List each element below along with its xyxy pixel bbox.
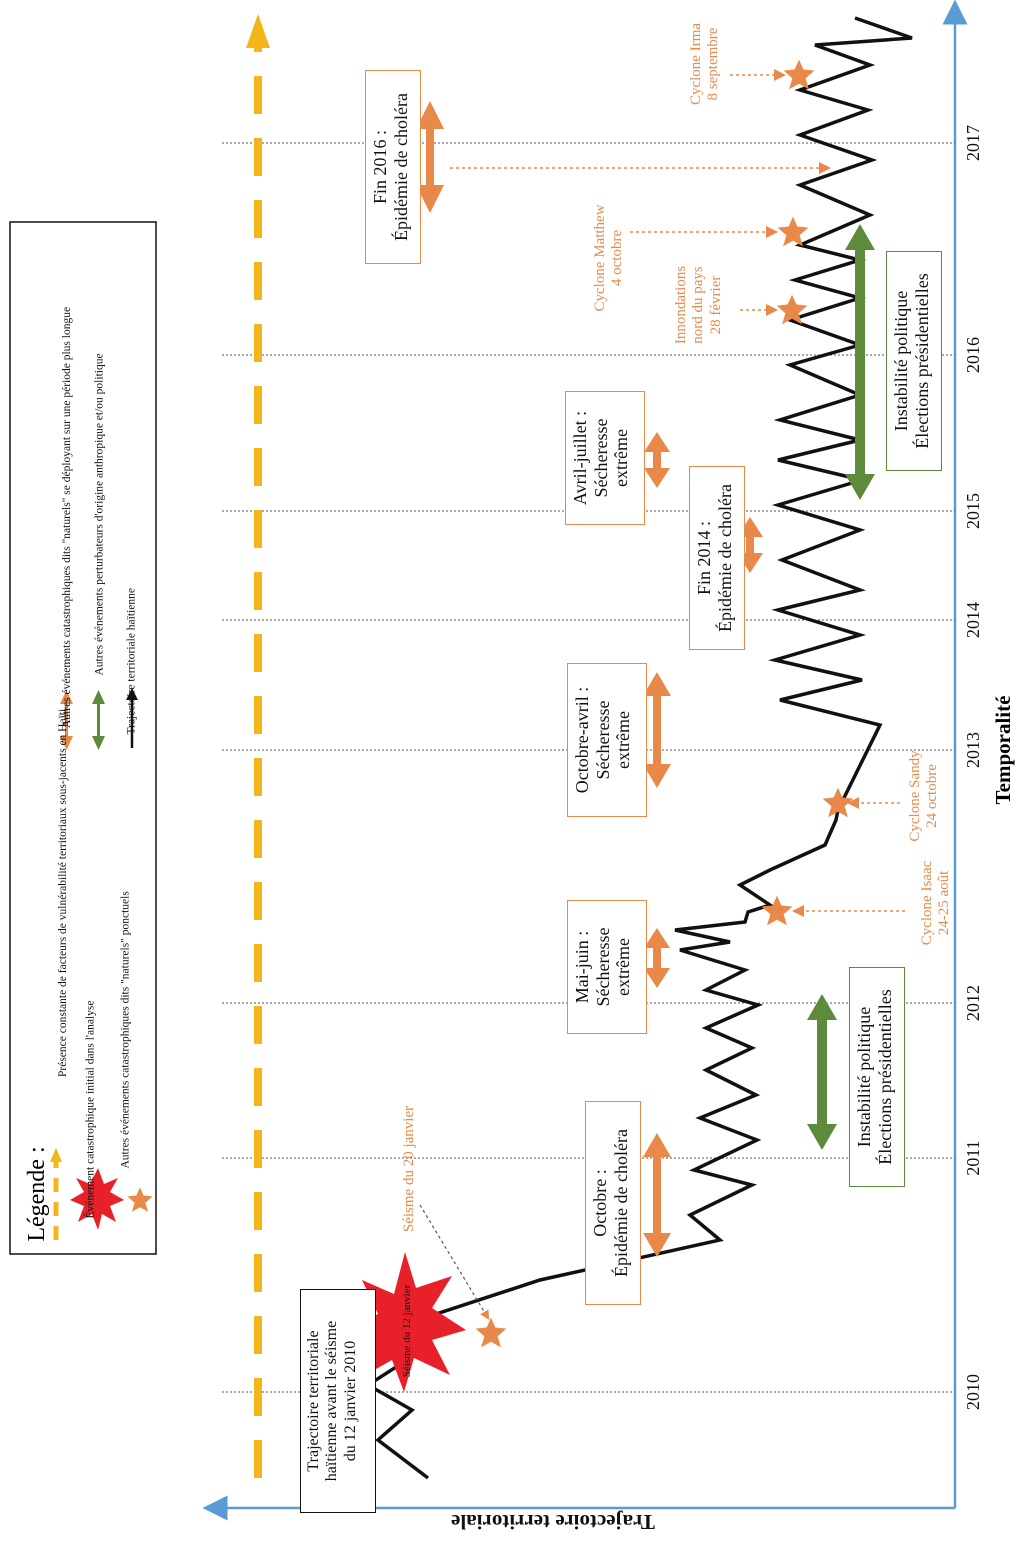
label-quake-12: Séisme du 12 janvier bbox=[401, 1276, 437, 1386]
label-quake-20: Séisme du 20 janvier bbox=[401, 1089, 419, 1249]
year-text: 2011 bbox=[963, 1140, 983, 1176]
label-floods: Innondations nord du pays 28 février bbox=[673, 255, 727, 355]
year-label-2010: 2010 bbox=[963, 1362, 987, 1422]
y-axis-title-text: Trajectoire territoriale bbox=[451, 1510, 655, 1534]
box-line: Instabilité politique bbox=[891, 290, 911, 432]
label-irma: Cyclone Irma 8 septembre bbox=[688, 9, 724, 119]
legend-item-text: Présence constante de facteurs de vulnér… bbox=[57, 708, 69, 1077]
event-pointers bbox=[450, 69, 905, 917]
label-line: 24-25 août bbox=[936, 870, 953, 936]
box-line: Fin 2014 : bbox=[694, 521, 714, 596]
box-line: Élections présidentielles bbox=[911, 273, 932, 449]
box-line: Épidémie de choléra bbox=[610, 1129, 631, 1277]
box-before-quake: Trajectoire territoriale haïtienne avant… bbox=[300, 1289, 376, 1513]
label-line: 24 octobre bbox=[924, 764, 941, 828]
year-text: 2012 bbox=[963, 985, 983, 1021]
label-matthew: Cyclone Matthew 4 octobre bbox=[592, 193, 628, 323]
box-cholera-2010: Octobre : Épidémie de choléra bbox=[585, 1101, 641, 1305]
quake-20-pointer bbox=[419, 1204, 490, 1321]
box-line: Avril-juillet : bbox=[570, 410, 590, 506]
box-line: Sécheresse bbox=[590, 418, 611, 498]
box-line: Épidémie de choléra bbox=[714, 484, 735, 632]
label-line: nord du pays bbox=[690, 266, 707, 344]
year-label-2012: 2012 bbox=[963, 973, 987, 1033]
box-line: Mai-juin : bbox=[572, 930, 592, 1004]
y-axis-title: Trajectoire territoriale bbox=[413, 1508, 693, 1534]
box-drought-2013: Octobre-avril : Sécheresse extrême bbox=[567, 663, 647, 817]
x-axis-title: Temporalité bbox=[991, 685, 1017, 815]
year-text: 2013 bbox=[963, 732, 983, 768]
legend-item-text: Autres événements catastrophiques dits "… bbox=[119, 891, 132, 1169]
x-axis-title-text: Temporalité bbox=[991, 695, 1015, 805]
box-drought-2012: Mai-juin : Sécheresse extrême bbox=[567, 900, 647, 1034]
legend-item-punctual-events: Autres événements catastrophiques dits "… bbox=[119, 769, 137, 1169]
label-text: Séisme du 20 janvier bbox=[401, 1105, 417, 1233]
year-label-2016: 2016 bbox=[963, 325, 987, 385]
green-double-arrows bbox=[807, 224, 875, 1150]
label-line: 28 février bbox=[707, 275, 724, 335]
legend-item-text: Trajectoire territoriale haïtienne bbox=[125, 588, 138, 735]
box-line: haïtienne avant le séisme bbox=[323, 1320, 341, 1482]
year-text: 2016 bbox=[963, 337, 983, 373]
label-line: 8 septembre bbox=[705, 27, 722, 101]
box-line: Épidémie de choléra bbox=[390, 93, 411, 241]
label-sandy: Cyclone Sandy 24 octobre bbox=[907, 741, 943, 851]
year-label-2011: 2011 bbox=[963, 1128, 987, 1188]
legend-item-trajectory: Trajectoire territoriale haïtienne bbox=[125, 445, 143, 735]
box-line: Octobre-avril : bbox=[572, 686, 592, 794]
year-label-2014: 2014 bbox=[963, 590, 987, 650]
box-line: Octobre : bbox=[590, 1169, 610, 1237]
label-line: Cyclone Irma bbox=[688, 22, 704, 106]
box-line: extrême bbox=[613, 711, 634, 769]
box-cholera-2014: Fin 2014 : Épidémie de choléra bbox=[689, 466, 745, 650]
box-politics-2015: Instabilité politique Élections présiden… bbox=[886, 251, 942, 471]
year-text: 2015 bbox=[963, 493, 983, 529]
box-cholera-2016: Fin 2016 : Épidémie de choléra bbox=[365, 70, 421, 264]
box-line: Élections présidentielles bbox=[874, 989, 895, 1165]
box-line: Sécheresse bbox=[592, 700, 613, 780]
label-isaac: Cyclone Isaac 24-25 août bbox=[919, 848, 955, 958]
vulnerability-arrow-head bbox=[246, 14, 270, 48]
legend-item-long-events: Autres événements catastrophiques dits "… bbox=[61, 298, 93, 728]
legend-item-text: Événement catastrophique initial dans l'… bbox=[84, 1000, 97, 1219]
box-line: Fin 2016 : bbox=[370, 130, 390, 205]
box-line: du 12 janvier 2010 bbox=[341, 1340, 359, 1462]
label-text: Séisme du 12 janvier bbox=[401, 1284, 413, 1378]
label-line: 4 octobre bbox=[609, 229, 626, 287]
year-text: 2014 bbox=[963, 602, 983, 638]
year-text: 2010 bbox=[963, 1374, 983, 1410]
label-line: Cyclone Isaac bbox=[919, 860, 935, 946]
box-line: Sécheresse bbox=[592, 927, 613, 1007]
year-label-2015: 2015 bbox=[963, 481, 987, 541]
event-stars bbox=[475, 59, 854, 1348]
legend-item-text: Autres événements perturbateurs d'origin… bbox=[93, 353, 106, 676]
label-line: Cyclone Sandy bbox=[907, 750, 923, 842]
box-politics-2011: Instabilité politique Élections présiden… bbox=[849, 967, 905, 1187]
box-drought-2015: Avril-juillet : Sécheresse extrême bbox=[565, 391, 645, 525]
legend-title: Légende : bbox=[24, 1144, 52, 1244]
box-line: Trajectoire territoriale bbox=[305, 1330, 322, 1472]
year-label-2017: 2017 bbox=[963, 113, 987, 173]
box-line: extrême bbox=[611, 429, 632, 487]
legend-item-anthropic-events: Autres événements perturbateurs d'origin… bbox=[93, 246, 111, 676]
box-line: Instabilité politique bbox=[854, 1006, 874, 1148]
legend-title-text: Légende : bbox=[24, 1146, 50, 1242]
label-line: Innondations bbox=[673, 265, 689, 345]
year-text: 2017 bbox=[963, 125, 983, 161]
label-line: Cyclone Matthew bbox=[592, 204, 608, 312]
legend-item-initial-event: Événement catastrophique initial dans l'… bbox=[85, 819, 102, 1219]
year-label-2013: 2013 bbox=[963, 720, 987, 780]
legend-item-text: Autres événements catastrophiques dits "… bbox=[61, 306, 73, 728]
trajectory-line bbox=[364, 16, 913, 1480]
box-line: extrême bbox=[613, 938, 634, 996]
legend-icons bbox=[50, 688, 153, 1240]
